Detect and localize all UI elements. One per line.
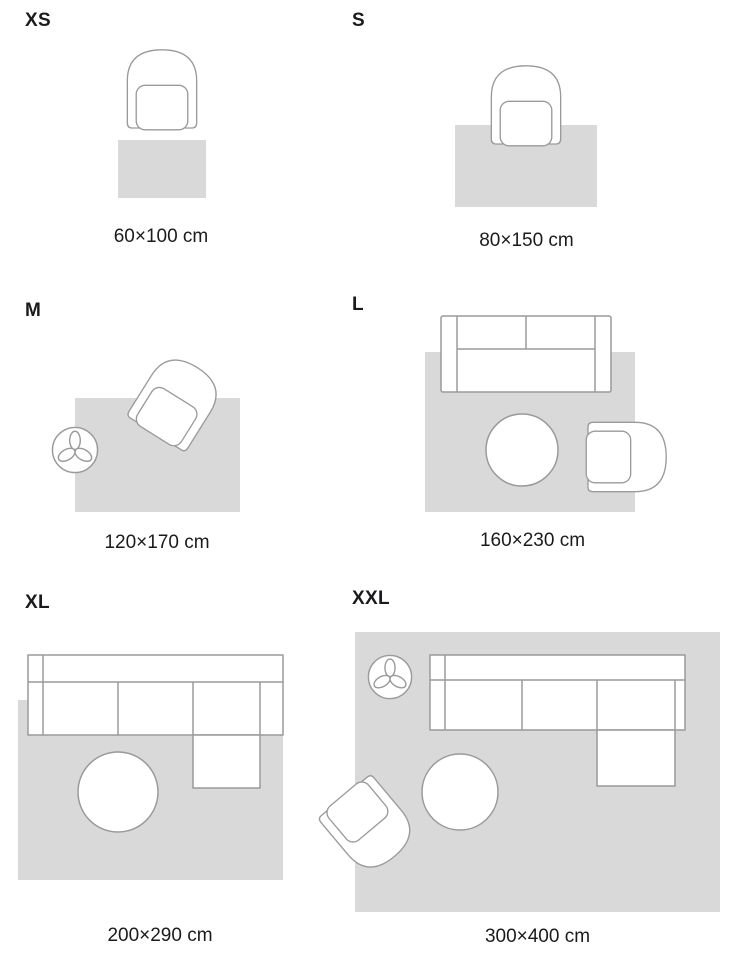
size-dimensions-l: 160×230 cm: [479, 530, 586, 551]
xl-illustration: [18, 654, 284, 880]
l-illustration: [425, 315, 667, 512]
size-panel-xs: XS 60×100 cm: [10, 0, 320, 285]
size-dimensions-m: 120×170 cm: [104, 532, 210, 553]
corner-sofa-icon: [429, 654, 686, 787]
size-label-xxl: XXL: [352, 588, 390, 609]
size-label-xs: XS: [25, 10, 51, 31]
size-label-m: M: [25, 300, 42, 321]
armchair-icon: [490, 65, 562, 147]
size-panel-xxl: XXL 300×400 cm: [310, 578, 730, 960]
size-panel-xl: XL 200×290 cm: [5, 580, 315, 960]
coffee-table-icon: [421, 753, 499, 831]
xs-illustration: [118, 49, 206, 198]
size-panel-l: L 160×230 cm: [345, 288, 720, 580]
size-label-l: L: [352, 294, 364, 315]
coffee-table-icon: [485, 413, 559, 487]
size-panel-s: S 80×150 cm: [345, 0, 720, 285]
size-label-xl: XL: [25, 592, 50, 613]
size-panel-m: M 120×170 cm: [10, 290, 320, 580]
plant-icon: [51, 426, 99, 474]
size-dimensions-xl: 200×290 cm: [107, 925, 213, 946]
m-illustration: [51, 348, 240, 512]
armchair-icon: [585, 421, 667, 493]
plant-icon: [367, 654, 413, 700]
sofa-icon: [440, 315, 612, 393]
armchair-icon: [126, 49, 198, 131]
size-dimensions-xxl: 300×400 cm: [484, 926, 591, 947]
corner-sofa-icon: [27, 654, 284, 789]
s-illustration: [455, 65, 597, 207]
size-dimensions-xs: 60×100 cm: [113, 226, 209, 247]
size-label-s: S: [352, 10, 365, 31]
size-dimensions-s: 80×150 cm: [479, 230, 574, 251]
xxl-illustration: [315, 632, 720, 912]
rug-swatch: [118, 140, 206, 198]
coffee-table-icon: [77, 751, 159, 833]
